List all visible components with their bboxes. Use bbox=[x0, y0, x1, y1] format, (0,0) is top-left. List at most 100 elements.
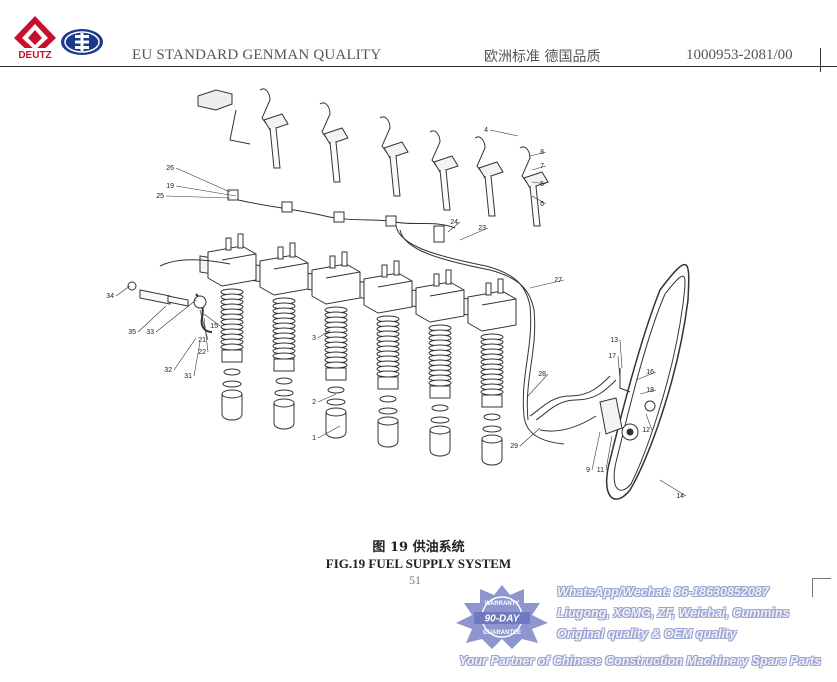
part-number-label: 16 bbox=[646, 369, 654, 376]
part-number-label: 13 bbox=[610, 337, 618, 344]
part-callout: 14 bbox=[659, 479, 687, 500]
watermark-slogan: Your Partner of Chinese Construction Mac… bbox=[459, 654, 822, 668]
injection-pump bbox=[363, 260, 413, 390]
part-callout: 22 bbox=[198, 317, 209, 356]
part-number-label: 7 bbox=[540, 163, 544, 170]
part-number-label: 3 bbox=[312, 335, 316, 342]
part-callout: 23 bbox=[459, 225, 489, 241]
part-number-label: 17 bbox=[608, 353, 616, 360]
part-number-label: 18 bbox=[646, 387, 654, 394]
part-number-label: 19 bbox=[166, 183, 174, 190]
injection-pump bbox=[467, 278, 517, 408]
part-callout: 19 bbox=[166, 183, 237, 197]
part-number-label: 12 bbox=[642, 427, 650, 434]
part-callout: 33 bbox=[146, 299, 197, 336]
document-number: 1000953-2081/00 bbox=[686, 47, 793, 63]
tappet bbox=[377, 395, 399, 448]
part-callout: 21 bbox=[198, 309, 209, 344]
part-callout: 5 bbox=[531, 181, 547, 188]
part-callout: 6 bbox=[531, 195, 547, 208]
leak-off-line bbox=[227, 189, 565, 445]
part-callout: 18 bbox=[639, 387, 657, 395]
part-callout: 13 bbox=[610, 337, 623, 369]
injection-pump bbox=[415, 269, 465, 399]
badge-center-text: 90-DAY bbox=[485, 614, 521, 625]
part-number-label: 31 bbox=[184, 373, 192, 380]
part-number-label: 15 bbox=[210, 323, 218, 330]
page-number: 51 bbox=[409, 573, 421, 587]
badge-bottom-text: GUARANTEE bbox=[483, 630, 521, 636]
injection-pump bbox=[311, 251, 361, 381]
part-number-label: 35 bbox=[128, 329, 136, 336]
left-fittings bbox=[127, 259, 231, 333]
part-callout: 11 bbox=[597, 435, 613, 474]
watermark-contact: WhatsApp/Wechat: 86-18630852087 bbox=[557, 585, 769, 599]
part-callout: 35 bbox=[128, 305, 167, 336]
part-number-label: 4 bbox=[484, 127, 488, 134]
part-callout: 7 bbox=[531, 163, 547, 171]
header-standard-text: EU STANDARD GENMAN QUALITY bbox=[132, 47, 382, 63]
figure-caption-cn: 图 19 供油系统 bbox=[372, 540, 465, 555]
injector-row bbox=[197, 88, 549, 227]
part-callout: 27 bbox=[529, 277, 565, 289]
part-number-label: 33 bbox=[146, 329, 154, 336]
part-number-label: 28 bbox=[538, 371, 546, 378]
part-callout: 29 bbox=[510, 427, 541, 450]
part-callout: 2 bbox=[312, 393, 337, 406]
part-number-label: 32 bbox=[164, 367, 172, 374]
part-number-label: 25 bbox=[156, 193, 164, 200]
part-number-label: 22 bbox=[198, 349, 206, 356]
watermark-brands: Liugong, XCMG, ZF, Weichai, Cummins bbox=[557, 606, 790, 620]
part-callout: 3 bbox=[312, 329, 331, 342]
part-number-label: 9 bbox=[586, 467, 590, 474]
deutz-logo-text: DEUTZ bbox=[18, 50, 51, 60]
part-number-label: 2 bbox=[312, 399, 316, 406]
header-standard-text-cn: 欧洲标准 德国品质 bbox=[484, 49, 601, 65]
part-number-label: 14 bbox=[676, 493, 684, 500]
part-callout: 9 bbox=[586, 431, 601, 474]
warranty-badge-icon: WARRANTY 90-DAY GUARANTEE bbox=[456, 585, 548, 649]
faw-logo-icon bbox=[61, 29, 103, 55]
page-header: DEUTZ EU STANDARD GENMAN QUALITY 欧洲标准 德国… bbox=[0, 0, 837, 72]
part-callout: 1 bbox=[312, 425, 341, 442]
part-number-label: 21 bbox=[198, 337, 206, 344]
tappet bbox=[429, 404, 451, 457]
part-callout: 8 bbox=[529, 149, 547, 157]
tappet bbox=[221, 368, 243, 421]
part-number-label: 8 bbox=[540, 149, 544, 156]
tappet bbox=[325, 386, 347, 439]
figure-caption-en: FIG.19 FUEL SUPPLY SYSTEM bbox=[325, 556, 512, 571]
header-divider-tick bbox=[820, 48, 821, 72]
part-callout: 31 bbox=[184, 341, 201, 380]
deutz-logo-icon: DEUTZ bbox=[12, 16, 58, 60]
part-callout: 4 bbox=[484, 127, 519, 137]
part-number-label: 11 bbox=[597, 467, 604, 474]
crop-mark bbox=[812, 578, 831, 597]
header-divider bbox=[0, 66, 837, 67]
part-callout: 24 bbox=[447, 219, 461, 233]
fuel-feed-pump-and-belt bbox=[529, 263, 690, 500]
part-number-label: 27 bbox=[554, 277, 562, 284]
part-number-label: 6 bbox=[540, 201, 544, 208]
part-number-label: 1 bbox=[312, 435, 316, 442]
part-callout: 15 bbox=[203, 313, 221, 330]
part-callout: 16 bbox=[635, 369, 657, 381]
injection-pump bbox=[207, 233, 257, 363]
tappet bbox=[481, 413, 503, 466]
part-callout: 28 bbox=[527, 371, 549, 397]
tappet bbox=[273, 377, 295, 430]
part-callout: 34 bbox=[106, 285, 131, 300]
injection-pump bbox=[259, 242, 309, 372]
part-callout: 26 bbox=[166, 165, 231, 193]
part-number-label: 24 bbox=[450, 219, 458, 226]
part-callout: 32 bbox=[164, 337, 197, 374]
part-number-label: 26 bbox=[166, 165, 174, 172]
part-number-label: 5 bbox=[540, 181, 544, 188]
tappet-row bbox=[221, 368, 503, 466]
part-number-label: 34 bbox=[106, 293, 114, 300]
part-callout: 17 bbox=[608, 353, 621, 381]
part-callout: 12 bbox=[642, 413, 653, 434]
part-number-label: 29 bbox=[510, 443, 518, 450]
injection-pump-row bbox=[199, 233, 517, 408]
